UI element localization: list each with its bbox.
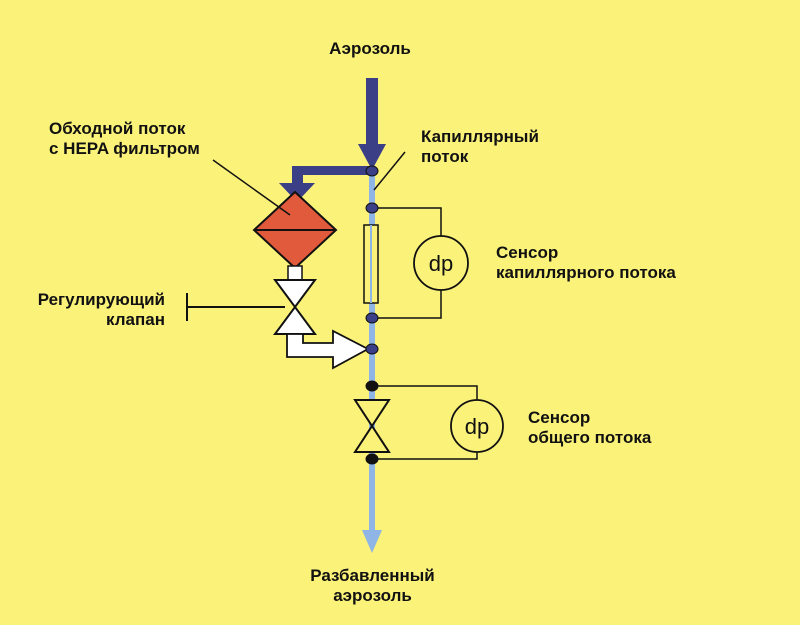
- node-inlet: [365, 165, 379, 177]
- bypass-flow-label: Обходной поток с HEPA фильтром: [49, 119, 200, 158]
- node-merge: [365, 343, 379, 355]
- node-capillary-top: [365, 202, 379, 214]
- capillary-sensor-label: dp: [429, 251, 453, 276]
- leader-capillary: [373, 151, 406, 191]
- capillary-sensor-wire: [372, 207, 442, 236]
- total-flow-valve: [353, 399, 391, 453]
- node-total-bottom: [365, 453, 379, 465]
- regulating-valve: [273, 279, 317, 335]
- total-sensor-label: dp: [465, 414, 489, 439]
- diluted-aerosol-label: Разбавленный аэрозоль: [310, 566, 435, 605]
- node-total-top: [365, 380, 379, 392]
- total-sensor-wire-return: [372, 452, 478, 460]
- outlet-arrow: [362, 530, 382, 553]
- capillary-sensor-wire-return: [372, 290, 442, 319]
- return-arrow: [286, 329, 370, 370]
- total-sensor-wire: [372, 385, 478, 400]
- inlet-arrow-head: [358, 144, 386, 170]
- leader-bypass: [212, 159, 291, 216]
- regulating-valve-label: Регулирующий клапан: [37, 290, 165, 329]
- total-sensor: [450, 399, 504, 453]
- bypass-arrow: [279, 166, 372, 202]
- aerosol-label: Аэрозоль: [329, 39, 411, 58]
- inlet-arrow-shaft: [366, 78, 378, 150]
- node-capillary-bottom: [365, 312, 379, 324]
- capillary-flow-label: Капиллярный поток: [421, 127, 539, 166]
- capillary-sensor-caption: Сенсор капиллярного потока: [496, 243, 676, 282]
- total-sensor-caption: Сенсор общего потока: [528, 408, 652, 447]
- capillary-sensor: [413, 235, 469, 291]
